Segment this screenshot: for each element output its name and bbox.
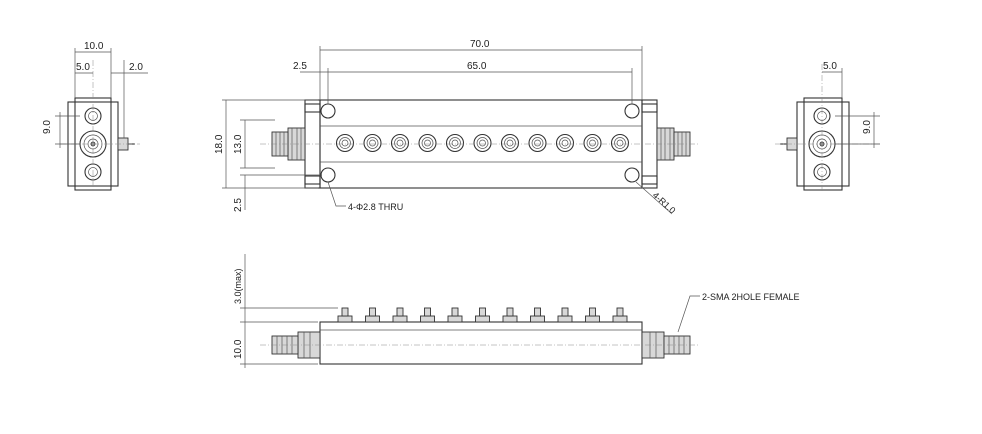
top-dim-bottom-offset: 2.5 — [233, 198, 244, 212]
side-tuning-screws — [337, 307, 628, 323]
side-dim-screw-height: 3.0(max) — [233, 268, 243, 304]
left-dim-center: 5.0 — [76, 62, 90, 73]
right-dim-center: 5.0 — [823, 61, 837, 72]
tuning-screw-side — [337, 307, 353, 323]
tuning-screw-side — [365, 307, 380, 323]
tuning-screw-top — [445, 133, 465, 153]
tuning-screw-top — [418, 133, 437, 153]
tuning-screw-side — [530, 307, 545, 323]
top-dim-hole-spacing: 65.0 — [467, 61, 487, 72]
top-tuning-screws — [335, 133, 630, 153]
top-dim-edge-offset: 2.5 — [293, 61, 307, 72]
tuning-screw-side — [392, 307, 408, 323]
top-dim-height: 18.0 — [214, 134, 225, 154]
tuning-screw-top — [555, 133, 575, 153]
top-dim-overall-length: 70.0 — [470, 39, 490, 50]
tuning-screw-side — [557, 307, 573, 323]
tuning-screw-top — [583, 133, 602, 153]
side-note-connector: 2-SMA 2HOLE FEMALE — [702, 292, 800, 302]
tuning-screw-side — [502, 307, 518, 323]
tuning-screw-side — [420, 307, 435, 323]
top-note-radius: 4-R1.0 — [651, 190, 678, 216]
top-hole-br — [624, 167, 640, 183]
left-dim-width: 10.0 — [84, 41, 104, 52]
tuning-screw-top — [335, 133, 355, 153]
right-end-view: 5.0 9.0 — [775, 61, 880, 192]
tuning-screw-side — [447, 307, 463, 323]
left-dim-hole-spacing: 9.0 — [42, 120, 53, 134]
tuning-screw-side — [585, 307, 600, 323]
top-dim-inner-height: 13.0 — [233, 134, 244, 154]
right-dim-hole-spacing: 9.0 — [862, 120, 873, 134]
tuning-screw-top — [528, 133, 547, 153]
side-dim-body-height: 10.0 — [233, 339, 244, 359]
tuning-screw-side — [475, 307, 490, 323]
top-note-holes: 4-Φ2.8 THRU — [348, 202, 403, 212]
tuning-screw-top — [500, 133, 520, 153]
left-end-view: 10.0 5.0 2.0 9.0 — [42, 41, 148, 192]
top-view: 70.0 65.0 2.5 18.0 13.0 2.5 4-Φ2.8 THRU … — [214, 39, 700, 216]
side-view: 3.0(max) 10.0 2-SMA 2HOLE FEMALE — [233, 254, 800, 368]
tuning-screw-top — [390, 133, 410, 153]
tuning-screw-top — [363, 133, 382, 153]
tuning-screw-top — [473, 133, 492, 153]
tuning-screw-top — [610, 133, 630, 153]
side-body — [319, 321, 643, 365]
tuning-screw-side — [612, 307, 628, 323]
left-dim-pin: 2.0 — [129, 62, 143, 73]
